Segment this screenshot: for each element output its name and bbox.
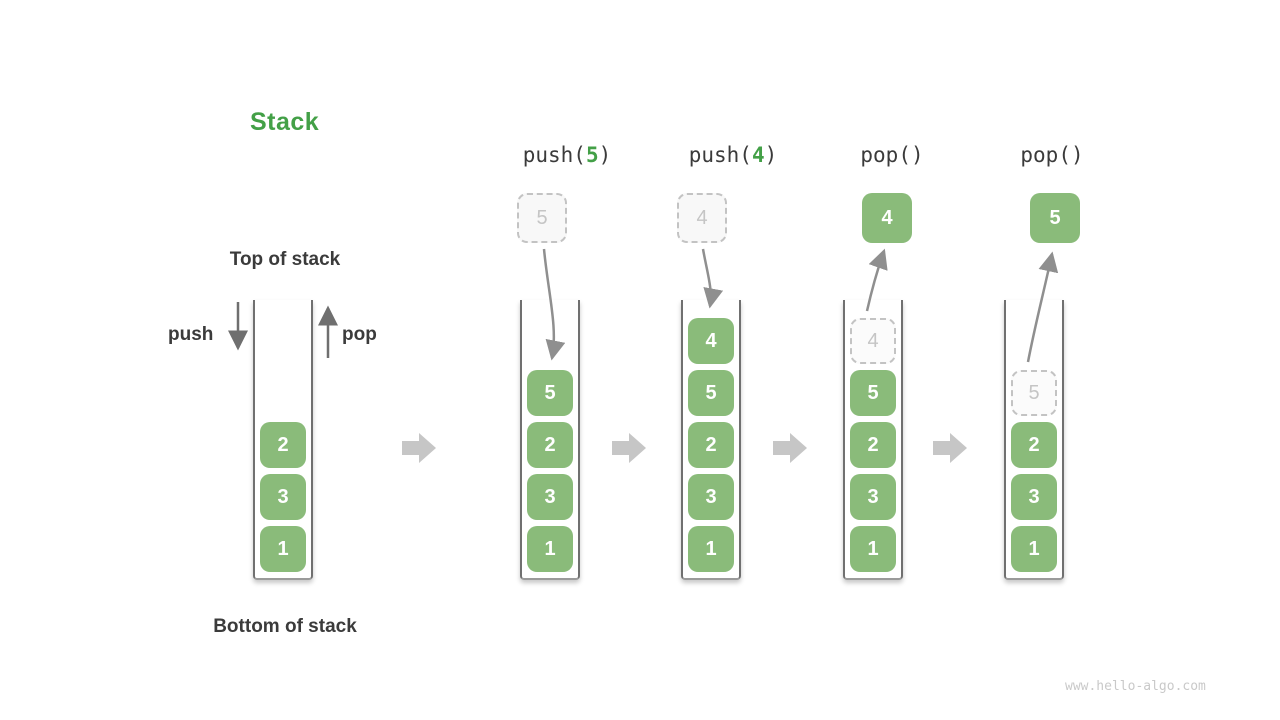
stack-cell: 2: [260, 422, 306, 468]
stack-cell: 4: [688, 318, 734, 364]
stack-well-after-pop1: 4 5 2 3 1: [843, 300, 903, 580]
push-label: push: [168, 324, 214, 345]
stack-cell: 3: [260, 474, 306, 520]
op-label-pop2: pop(): [1020, 143, 1083, 167]
stack-well-initial: 2 3 1: [253, 300, 313, 580]
flow-arrow-icon: [612, 433, 646, 463]
stack-well-after-push4: 4 5 2 3 1: [681, 300, 741, 580]
stack-cell: 5: [850, 370, 896, 416]
stack-cell: 5: [688, 370, 734, 416]
op-text: push(: [522, 143, 586, 167]
op-text: ): [598, 143, 612, 167]
stack-cell: 1: [850, 526, 896, 572]
top-of-stack-label: Top of stack: [229, 249, 341, 270]
flow-arrow-icon: [933, 433, 967, 463]
stack-well-after-push5: 5 2 3 1: [520, 300, 580, 580]
diagram-title: Stack: [250, 108, 320, 136]
op-text: pop(): [860, 143, 924, 167]
pop-label: pop: [342, 324, 377, 345]
stack-cell: 2: [527, 422, 573, 468]
stack-cell: 1: [1011, 526, 1057, 572]
op-text: pop(): [1020, 143, 1084, 167]
floating-dashed-cell: 5: [517, 193, 567, 243]
stack-cell: 2: [1011, 422, 1057, 468]
ghost-cell: 4: [850, 318, 896, 364]
stack-cell: 3: [688, 474, 734, 520]
flow-arrow-icon: [402, 433, 436, 463]
op-text: ): [764, 143, 778, 167]
stack-cell: 2: [688, 422, 734, 468]
stack-cell: 5: [527, 370, 573, 416]
stack-cell: 3: [1011, 474, 1057, 520]
floating-dashed-cell: 4: [677, 193, 727, 243]
stack-cell: 1: [527, 526, 573, 572]
op-label-push4: push(4): [689, 143, 778, 167]
watermark: www.hello-algo.com: [1065, 679, 1206, 694]
stack-cell: 2: [850, 422, 896, 468]
flow-arrow-icon: [773, 433, 807, 463]
op-label-push5: push(5): [523, 143, 612, 167]
op-text: push(: [688, 143, 752, 167]
stack-cell: 1: [688, 526, 734, 572]
stack-cell: 3: [850, 474, 896, 520]
ghost-cell: 5: [1011, 370, 1057, 416]
floating-popped-cell: 5: [1030, 193, 1080, 243]
op-arg: 5: [585, 143, 599, 167]
op-label-pop1: pop(): [860, 143, 923, 167]
stack-cell: 3: [527, 474, 573, 520]
stack-well-after-pop2: 5 2 3 1: [1004, 300, 1064, 580]
op-arg: 4: [751, 143, 765, 167]
stack-cell: 1: [260, 526, 306, 572]
floating-popped-cell: 4: [862, 193, 912, 243]
push4-motion-arrow: [701, 248, 724, 309]
bottom-of-stack-label: Bottom of stack: [213, 616, 357, 637]
